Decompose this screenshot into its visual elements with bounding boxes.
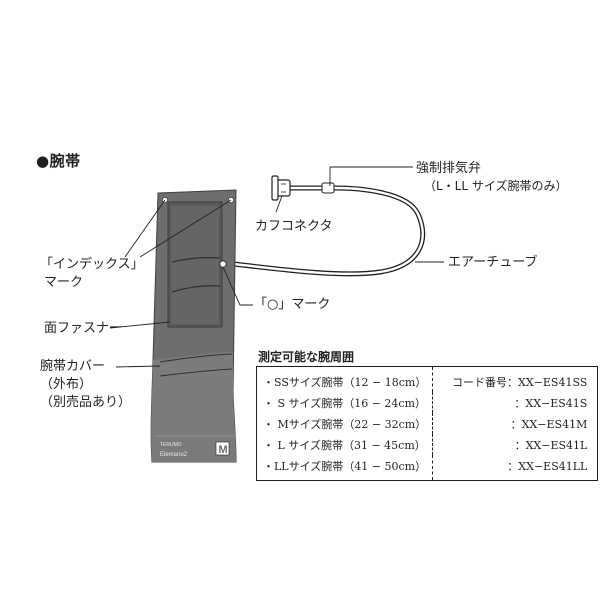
table-row: ・ L サイズ腕帯（31 − 45cm） ：XX−ES41L bbox=[256, 434, 598, 455]
cover-label-2: （外布） bbox=[40, 377, 93, 392]
valve-label-note: （L・LL サイズ腕帯のみ） bbox=[424, 179, 568, 193]
connector-label: カフコネクタ bbox=[255, 219, 333, 234]
cuff-model: Elemano2 bbox=[160, 452, 188, 458]
size-cell: ・ L サイズ腕帯（31 − 45cm） bbox=[256, 434, 434, 455]
section-title: ●腕帯 bbox=[36, 152, 81, 170]
index-mark-label-2: マーク bbox=[44, 275, 84, 290]
size-cell: ・ Mサイズ腕帯（22 − 32cm） bbox=[256, 413, 434, 434]
table-title: 測定可能な腕周囲 bbox=[258, 350, 355, 364]
cuff-size-letter: M bbox=[219, 444, 228, 456]
size-cell: ・SSサイズ腕帯（12 − 18cm） bbox=[256, 366, 434, 392]
cover-label-3: （別売品あり） bbox=[40, 395, 132, 410]
table-row: ・LLサイズ腕帯（41 − 50cm） ：XX−ES41LL bbox=[256, 455, 598, 481]
forced-exhaust-valve bbox=[321, 182, 335, 194]
table-row: ・ S サイズ腕帯（16 − 24cm） ：XX−ES41S bbox=[256, 392, 598, 413]
o-mark-label: 「○」マーク bbox=[254, 297, 331, 312]
size-cell: ・LLサイズ腕帯（41 − 50cm） bbox=[256, 455, 434, 481]
code-cell: ：XX−ES41LL bbox=[507, 459, 588, 473]
cuff-connector bbox=[271, 175, 291, 201]
fastener-label: 面ファスナー bbox=[44, 321, 123, 336]
size-box bbox=[215, 441, 230, 456]
index-mark-label: 「インデックス」 bbox=[40, 257, 144, 272]
size-cell: ・ S サイズ腕帯（16 − 24cm） bbox=[256, 392, 434, 413]
table-row: ・ Mサイズ腕帯（22 − 32cm） ：XX−ES41M bbox=[256, 413, 598, 434]
cover-label: 腕帯カバー bbox=[40, 359, 106, 374]
o-mark bbox=[219, 260, 227, 268]
valve-label: 強制排気弁 bbox=[416, 161, 482, 176]
size-table: ・SSサイズ腕帯（12 − 18cm） コード番号：XX−ES41SS ・ S … bbox=[256, 366, 599, 481]
code-cell: コード番号：XX−ES41SS bbox=[452, 375, 588, 389]
leader-lines bbox=[109, 166, 444, 368]
code-cell: ：XX−ES41L bbox=[514, 438, 588, 452]
table-row: ・SSサイズ腕帯（12 − 18cm） コード番号：XX−ES41SS bbox=[256, 366, 598, 392]
code-cell: ：XX−ES41M bbox=[510, 417, 588, 431]
code-cell: ：XX−ES41S bbox=[514, 396, 588, 410]
cuff-brand: TERUMO bbox=[160, 442, 182, 448]
tube-label: エアーチューブ bbox=[448, 255, 538, 270]
